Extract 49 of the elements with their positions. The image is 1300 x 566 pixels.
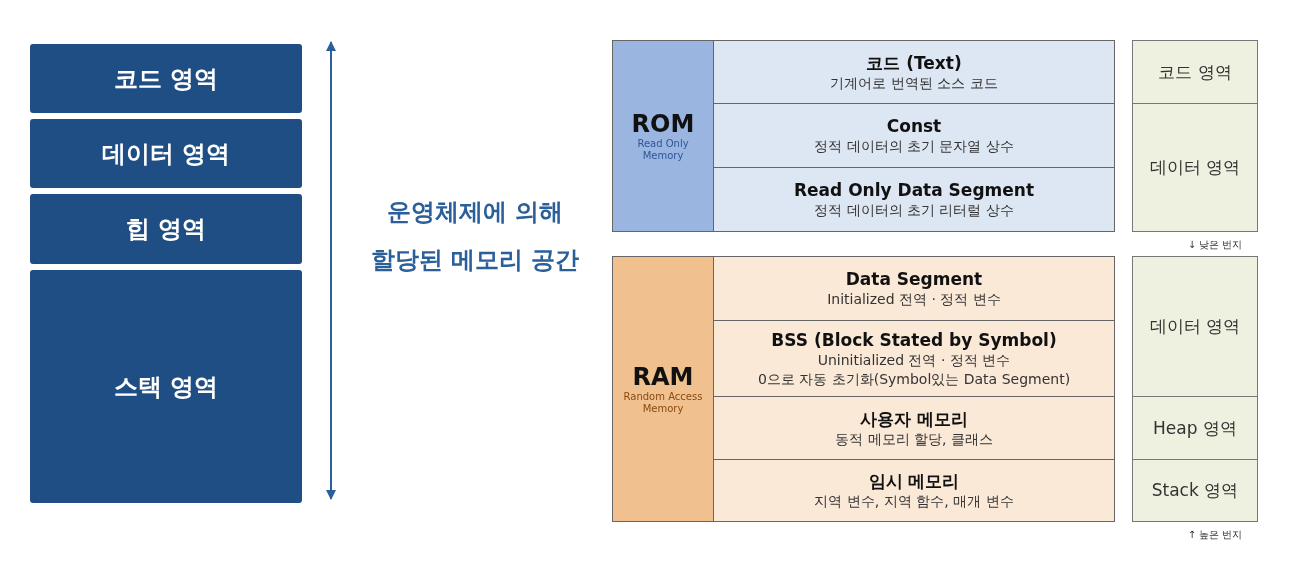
segment-description: 동적 메모리 할당, 클래스 <box>835 429 993 449</box>
segment-description: 0으로 자동 초기화(Symbol있는 Data Segment) <box>757 369 1071 389</box>
segment-row <box>713 103 1115 168</box>
segment-row <box>713 396 1115 460</box>
segment-title: Data Segment <box>845 268 983 290</box>
segment-description: 정적 데이터의 초기 리터럴 상수 <box>814 201 1014 220</box>
band-title: ROM <box>631 110 695 138</box>
segment-row <box>713 459 1115 522</box>
memory-type-band <box>612 256 714 522</box>
address-note: ↓ 낮은 번지 <box>1186 238 1244 252</box>
memory-type-band <box>612 40 714 232</box>
segment-row <box>713 167 1115 232</box>
band-title: RAM <box>632 363 694 391</box>
segment-row <box>713 40 1115 104</box>
area-box <box>1132 459 1258 522</box>
region-label: 스택 영역 <box>113 371 219 403</box>
memory-region-box <box>30 44 302 113</box>
segment-title: Read Only Data Segment <box>793 179 1035 201</box>
area-label: Stack 영역 <box>1151 479 1239 502</box>
segment-title: 임시 메모리 <box>868 470 960 492</box>
region-label: 데이터 영역 <box>101 138 231 170</box>
address-note: ↑ 높은 번지 <box>1186 528 1244 542</box>
segment-row <box>713 320 1115 397</box>
band-subtitle: Random Access Memory <box>622 391 704 415</box>
memory-region-box <box>30 270 302 503</box>
segment-description: Uninitialized 전역 · 정적 변수 <box>817 350 1011 370</box>
region-label: 코드 영역 <box>113 63 219 95</box>
area-box <box>1132 40 1258 104</box>
area-box <box>1132 103 1258 232</box>
memory-region-box <box>30 194 302 264</box>
segment-title: BSS (Block Stated by Symbol) <box>771 328 1057 351</box>
region-label: 힙 영역 <box>125 214 207 245</box>
area-label: 코드 영역 <box>1158 60 1232 84</box>
segment-row <box>713 256 1115 321</box>
segment-description: Initialized 전역 · 정적 변수 <box>827 290 1001 309</box>
segment-title: 사용자 메모리 <box>860 407 968 430</box>
segment-description: 지역 변수, 지역 함수, 매개 변수 <box>814 492 1014 511</box>
area-label: Heap 영역 <box>1153 416 1237 440</box>
band-subtitle: Read Only Memory <box>636 138 690 162</box>
area-label: 데이터 영역 <box>1149 156 1241 179</box>
segment-title: Const <box>886 115 942 137</box>
area-label: 데이터 영역 <box>1149 315 1241 338</box>
area-box <box>1132 256 1258 397</box>
segment-description: 정적 데이터의 초기 문자열 상수 <box>814 137 1014 156</box>
area-box <box>1132 396 1258 460</box>
caption-text: 운영체제에 의해 할당된 메모리 공간 <box>369 197 581 276</box>
memory-region-box <box>30 119 302 188</box>
segment-title: 코드 (Text) <box>866 51 962 74</box>
segment-description: 기계어로 번역된 소스 코드 <box>830 73 998 93</box>
